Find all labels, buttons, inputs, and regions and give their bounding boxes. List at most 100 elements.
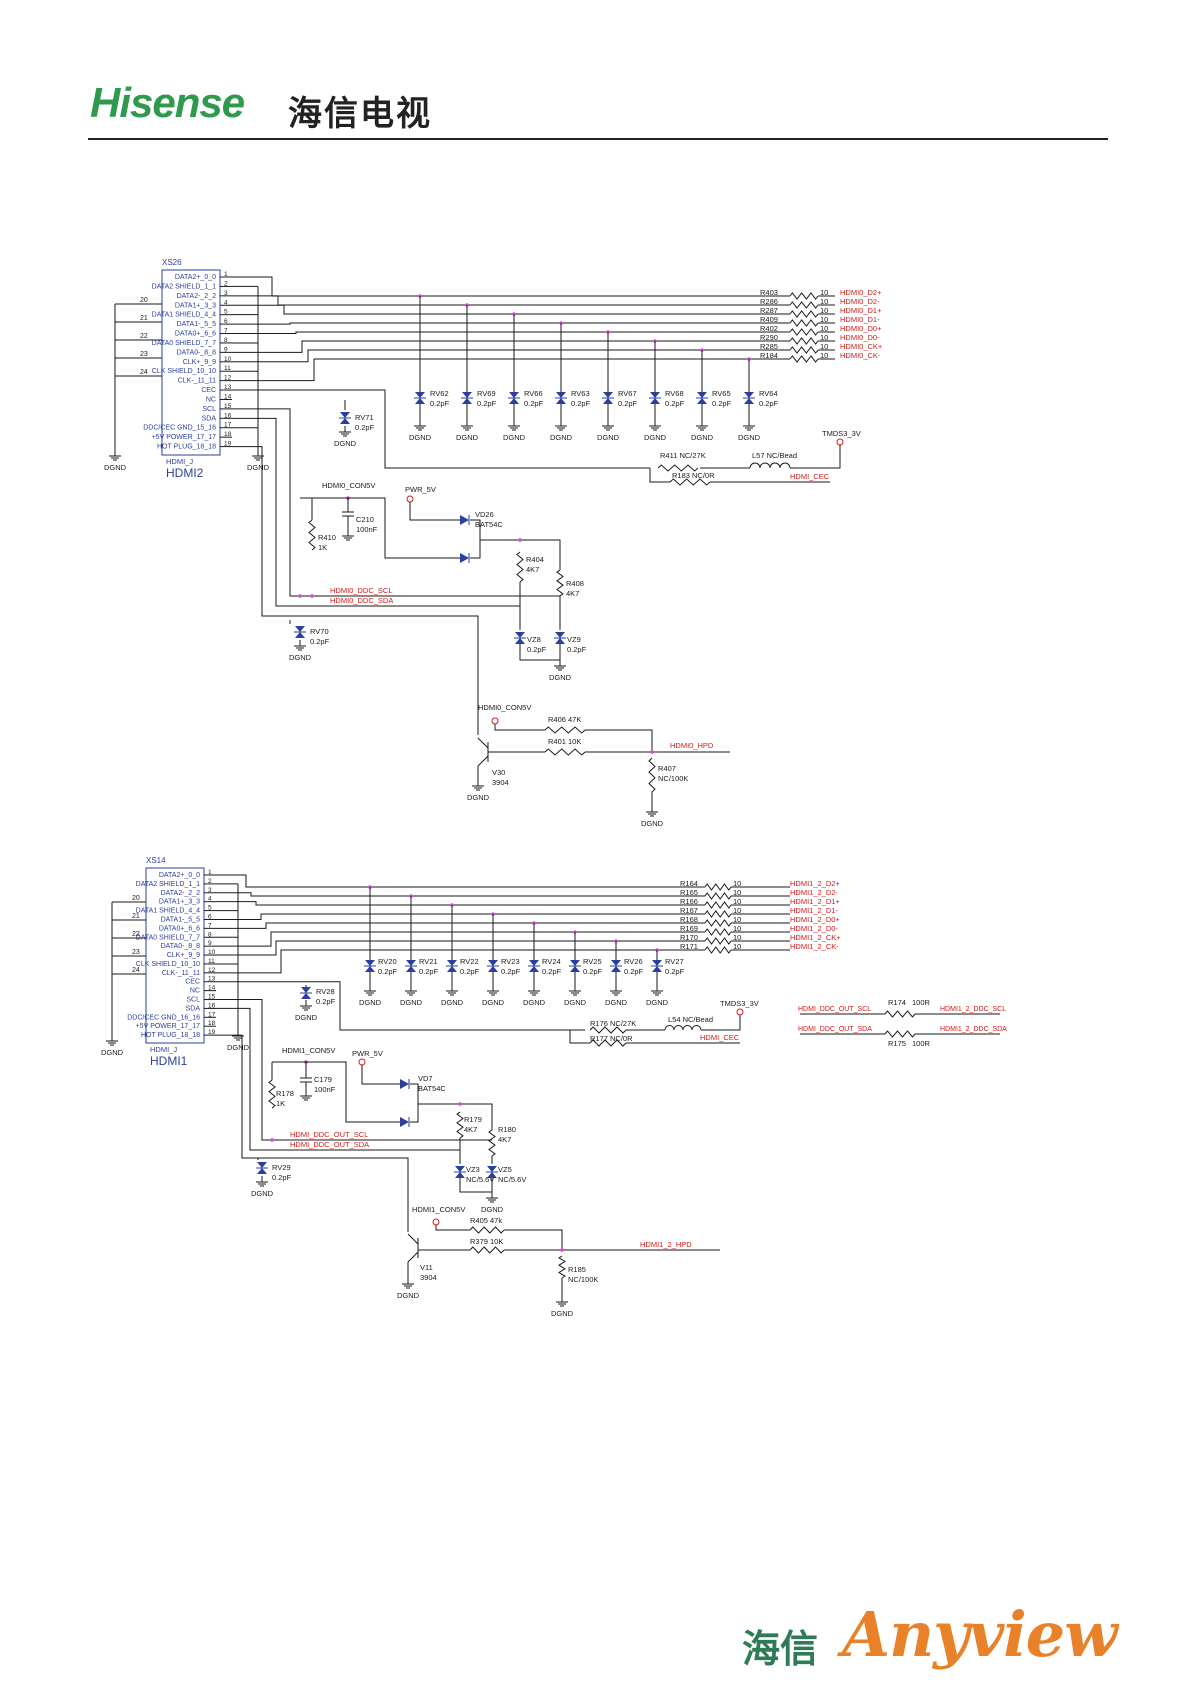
resistor	[308, 519, 316, 551]
pin-number: 7	[224, 328, 228, 335]
ground-label: DGND	[482, 998, 505, 1007]
anyview-logo: Anyview	[842, 1598, 1118, 1671]
gnd-pin-number: 24	[132, 967, 140, 974]
ground-label: DGND	[503, 433, 526, 442]
tvs-diode	[257, 1168, 267, 1174]
resistor-label: R379 10K	[470, 1237, 503, 1246]
net-label: HDMI1_2_D2+	[790, 879, 840, 888]
resistor	[884, 1010, 916, 1018]
gnd-pin-number: 24	[140, 369, 148, 376]
tvs-diode	[744, 392, 754, 398]
connector-pin-label: DATA2+_0_0	[159, 872, 200, 879]
tvs-diode	[455, 1166, 465, 1172]
cec-trace	[232, 389, 650, 469]
pin-number: 15	[224, 403, 232, 410]
connector-pin-label: SCL	[186, 997, 200, 1004]
wire	[504, 1229, 563, 1250]
wire	[410, 1103, 493, 1130]
resistor-ref: R403	[760, 288, 778, 297]
transistor-value: 3904	[420, 1273, 437, 1282]
power-port	[432, 1218, 440, 1226]
transistor-collector	[407, 1233, 419, 1245]
resistor	[704, 937, 732, 945]
power-port	[836, 438, 844, 446]
pin-number: 11	[224, 365, 231, 372]
tvs-ref: RV24	[542, 957, 561, 966]
junction-dot	[270, 1138, 274, 1142]
ground-label: DGND	[641, 819, 664, 828]
ground-label: DGND	[104, 463, 127, 472]
tvs-ref: RV22	[460, 957, 479, 966]
tvs-ref: RV29	[272, 1163, 291, 1172]
connector-pin-label: DATA0-_8_8	[161, 943, 201, 950]
connector-pin-label: DATA0+_6_6	[159, 925, 200, 932]
ddc-trace	[232, 408, 560, 597]
wire	[361, 1065, 400, 1085]
tvs-diode	[603, 398, 613, 404]
resistor-value: 10	[820, 351, 828, 360]
net-label: HDMI_DDC_OUT_SDA	[290, 1140, 369, 1149]
wire	[494, 724, 545, 731]
resistor-value: NC/100K	[658, 774, 688, 783]
resistor-value: 10	[820, 342, 828, 351]
hisense-logo: Hisense	[90, 79, 245, 126]
ground-label: DGND	[441, 998, 464, 1007]
resistor-value: 4K7	[526, 565, 539, 574]
resistor-value: 4K7	[498, 1135, 511, 1144]
connector-pin-label: CLK+_9_9	[167, 952, 200, 959]
tvs-ref: RV67	[618, 389, 637, 398]
pin-number: 12	[208, 967, 216, 974]
connector-pin-label: NC	[190, 988, 200, 995]
resistor-ref: R407	[658, 764, 676, 773]
tvs-value: 0.2pF	[712, 399, 732, 408]
net-label: HDMI0_D0+	[840, 324, 882, 333]
resistor-label: R183 NC/0R	[672, 471, 715, 480]
net-label: HDMI1_2_D0-	[790, 924, 838, 933]
pin-number: 16	[224, 412, 232, 419]
resistor-value: 10	[820, 324, 828, 333]
power-label: TMDS3_3V	[822, 429, 861, 438]
tvs-value: 0.2pF	[665, 967, 685, 976]
connector-pin-label: SDA	[202, 415, 217, 422]
hpd-wire	[216, 1034, 409, 1232]
cap-ref: C179	[314, 1075, 332, 1084]
ground-label: DGND	[456, 433, 479, 442]
tvs-diode	[529, 966, 539, 972]
resistor	[704, 910, 732, 918]
transistor-emitter	[477, 755, 489, 767]
net-label: HDMI1_2_CK-	[790, 942, 839, 951]
resistor-value: 10	[733, 906, 741, 915]
ground-label: DGND	[247, 463, 270, 472]
pin-number: 11	[208, 958, 215, 965]
resistor-ref: R408	[566, 579, 584, 588]
pin-number: 8	[208, 931, 212, 938]
power-port	[491, 717, 499, 725]
tvs-diode	[447, 960, 457, 966]
tvs-diode	[570, 960, 580, 966]
resistor	[469, 1226, 505, 1234]
tvs-diode	[340, 412, 350, 418]
resistor-ref: R170	[680, 933, 698, 942]
gnd-pin-number: 21	[140, 315, 148, 322]
net-label: HDMI1_2_DDC_SDA	[940, 1026, 1007, 1033]
tmds-wire	[701, 1015, 741, 1031]
tvs-diode	[488, 966, 498, 972]
resistor-ref: R178	[276, 1089, 294, 1098]
connector-body	[161, 269, 221, 456]
connector-pin-label: SDA	[186, 1005, 201, 1012]
resistor-value: 1K	[276, 1099, 285, 1108]
net-label: HDMI0_DDC_SCL	[330, 586, 393, 595]
pin-number: 2	[224, 280, 228, 287]
ddc-trace	[216, 999, 492, 1141]
resistor-value: 10	[733, 897, 741, 906]
pin-number: 1	[224, 271, 228, 278]
resistor-label: R176 NC/27K	[590, 1019, 636, 1028]
tvs-diode	[611, 966, 621, 972]
net-label: HDMI1_2_DDC_SCL	[940, 1006, 1006, 1013]
net-label: HDMI0_D2+	[840, 288, 882, 297]
resistor-ref: R174	[888, 998, 906, 1007]
wire	[272, 1061, 400, 1123]
tvs-diode	[697, 398, 707, 404]
pin-number: 6	[208, 913, 212, 920]
tvs-value: 0.2pF	[527, 645, 547, 654]
